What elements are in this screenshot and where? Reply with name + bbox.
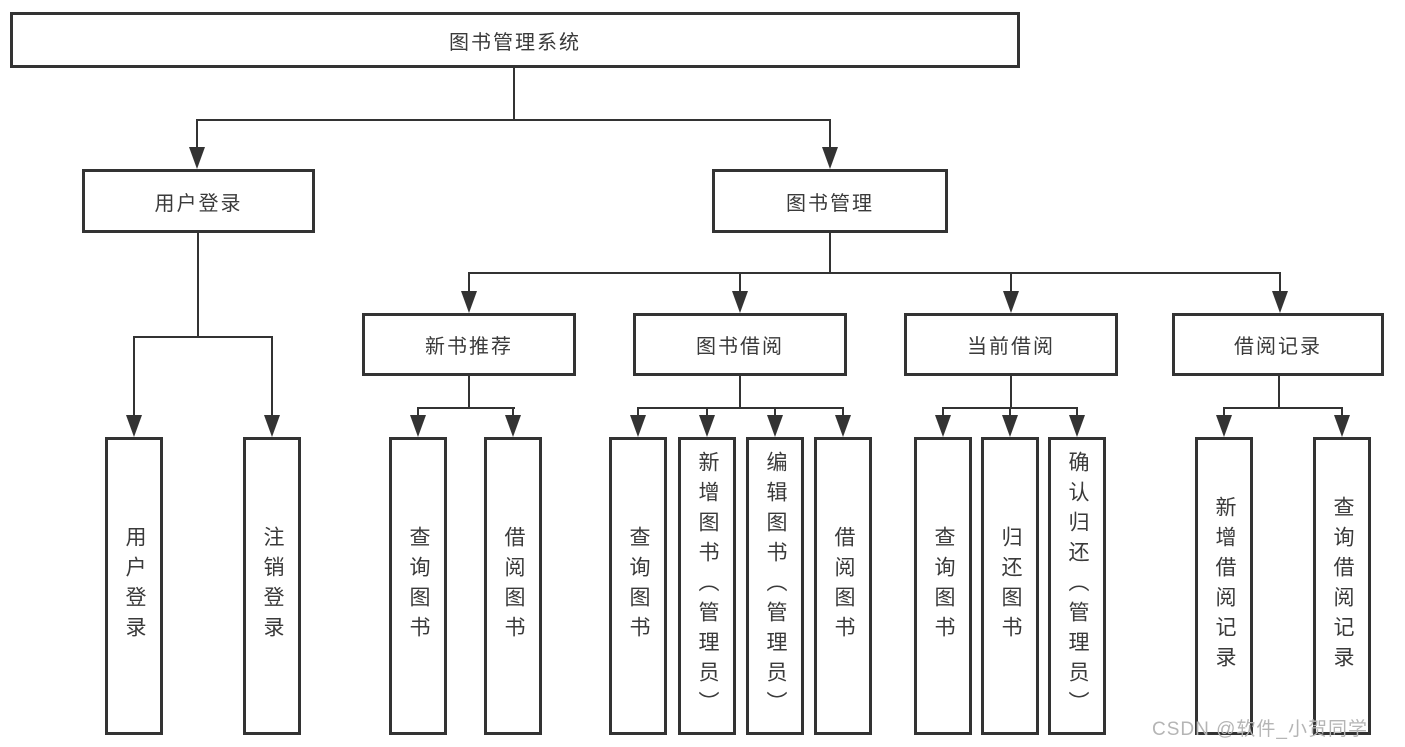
connector-line <box>706 407 708 417</box>
leaf-borrowing-query-books: 查询图书 <box>609 437 667 735</box>
arrow-down-icon <box>822 147 838 169</box>
arrow-down-icon <box>264 415 280 437</box>
connector-line <box>1076 407 1078 417</box>
arrow-down-icon <box>410 415 426 437</box>
connector-line <box>942 407 944 417</box>
connector-line <box>196 119 198 149</box>
arrow-down-icon <box>699 415 715 437</box>
connector-line <box>739 272 741 293</box>
arrow-down-icon <box>767 415 783 437</box>
connector-line <box>1341 407 1343 417</box>
node-borrowing-records: 借阅记录 <box>1172 313 1384 376</box>
connector-line <box>637 407 639 417</box>
node-new-book-recommendation: 新书推荐 <box>362 313 576 376</box>
connector-line <box>196 119 831 121</box>
leaf-logout: 注销登录 <box>243 437 301 735</box>
arrow-down-icon <box>1003 291 1019 313</box>
leaf-borrow-books: 借阅图书 <box>814 437 872 735</box>
node-book-borrowing: 图书借阅 <box>633 313 847 376</box>
connector-line <box>468 376 470 409</box>
leaf-add-books-admin: 新增图书（管理员） <box>678 437 736 735</box>
connector-line <box>739 376 741 409</box>
connector-line <box>197 233 199 338</box>
arrow-down-icon <box>935 415 951 437</box>
arrow-down-icon <box>126 415 142 437</box>
arrow-down-icon <box>732 291 748 313</box>
leaf-recommend-query-books: 查询图书 <box>389 437 447 735</box>
arrow-down-icon <box>1216 415 1232 437</box>
arrow-down-icon <box>1002 415 1018 437</box>
connector-line <box>829 119 831 149</box>
connector-line <box>417 407 515 409</box>
connector-line <box>271 336 273 417</box>
leaf-add-borrow-record: 新增借阅记录 <box>1195 437 1253 735</box>
arrow-down-icon <box>630 415 646 437</box>
connector-line <box>133 336 273 338</box>
connector-line <box>1278 376 1280 409</box>
arrow-down-icon <box>189 147 205 169</box>
node-current-borrowing: 当前借阅 <box>904 313 1118 376</box>
connector-line <box>1009 407 1011 417</box>
leaf-user-login: 用户登录 <box>105 437 163 735</box>
node-book-management: 图书管理 <box>712 169 948 233</box>
arrow-down-icon <box>1272 291 1288 313</box>
connector-line <box>468 272 470 293</box>
arrow-down-icon <box>835 415 851 437</box>
connector-line <box>774 407 776 417</box>
connector-line <box>133 336 135 417</box>
node-library-management-system: 图书管理系统 <box>10 12 1020 68</box>
node-user-login: 用户登录 <box>82 169 315 233</box>
connector-line <box>842 407 844 417</box>
connector-line <box>468 272 1281 274</box>
leaf-recommend-borrow-books: 借阅图书 <box>484 437 542 735</box>
connector-line <box>513 68 515 121</box>
connector-line <box>637 407 844 409</box>
arrow-down-icon <box>505 415 521 437</box>
connector-line <box>1010 272 1012 293</box>
arrow-down-icon <box>1334 415 1350 437</box>
connector-line <box>829 233 831 274</box>
arrow-down-icon <box>461 291 477 313</box>
leaf-current-query-books: 查询图书 <box>914 437 972 735</box>
csdn-watermark: CSDN @软件_小贺同学 <box>1152 719 1368 740</box>
leaf-confirm-return-admin: 确认归还（管理员） <box>1048 437 1106 735</box>
leaf-edit-books-admin: 编辑图书（管理员） <box>746 437 804 735</box>
leaf-return-books: 归还图书 <box>981 437 1039 735</box>
connector-line <box>1010 376 1012 409</box>
connector-line <box>1279 272 1281 293</box>
connector-line <box>512 407 514 417</box>
connector-line <box>417 407 419 417</box>
connector-line <box>1223 407 1225 417</box>
arrow-down-icon <box>1069 415 1085 437</box>
connector-line <box>1223 407 1343 409</box>
leaf-query-borrow-record: 查询借阅记录 <box>1313 437 1371 735</box>
